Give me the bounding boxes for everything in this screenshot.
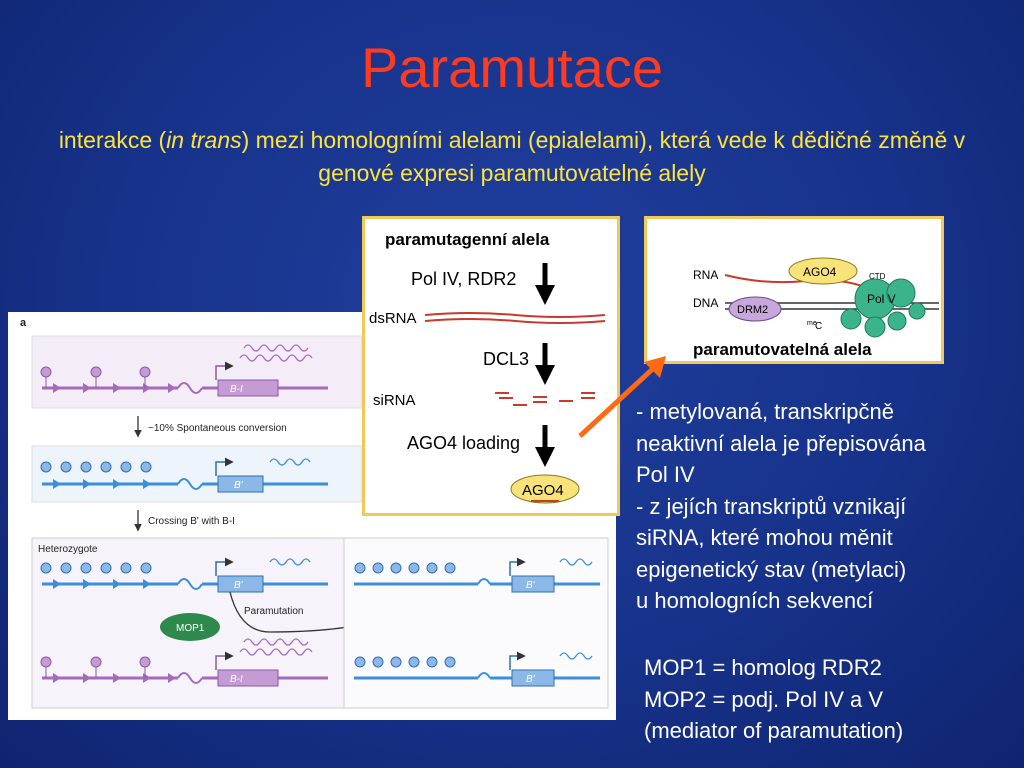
right-text-line-4: - z jejích transkriptů vznikají (636, 493, 907, 519)
row2-allele: B' (40, 457, 328, 493)
het-allele-bprime: B' (40, 557, 328, 593)
right-text-block: - metylovaná, transkripčně neaktivní ale… (636, 396, 926, 617)
result-allele-top: B' (354, 557, 600, 593)
rddm-drm2-label: DRM2 (737, 304, 768, 316)
label-crossing: Crossing B' with B-I (148, 516, 235, 527)
row1-allele: B-I (40, 344, 328, 397)
result-allele-bottom: B' (354, 651, 600, 687)
figure-a-diagram: a B-I ~10% Spontaneous conversion (20, 317, 609, 709)
subtitle-post: ) mezi homologními alelami (epialelami),… (241, 127, 966, 186)
allele-label-bprime-2: B' (234, 580, 244, 591)
row1-box (31, 335, 363, 409)
allele-label-bi-2: B-I (230, 674, 243, 685)
rddm-diagram: RNA DNA AGO4 CTD DRM2 Pol V me C paramut… (693, 257, 939, 359)
allele-label-bprime-4: B' (526, 674, 536, 685)
pathway-dsrna: dsRNA (369, 310, 417, 327)
pathway-step1: Pol IV, RDR2 (411, 269, 516, 289)
slide-title: Paramutace (361, 36, 663, 99)
slide-subtitle: interakce (in trans) mezi homologními al… (40, 124, 984, 190)
right-text-line-6: epigenetický stav (metylaci) (636, 556, 907, 582)
right-text-line-3: Pol IV (636, 462, 695, 487)
allele-label-bi-1: B-I (230, 384, 243, 395)
rddm-rna-label: RNA (693, 268, 718, 282)
polv-complex (840, 278, 926, 338)
subtitle-pre: interakce ( (58, 127, 167, 153)
pathway-diagram: paramutagenní alela Pol IV, RDR2 dsRNA D… (369, 230, 606, 504)
rddm-footer: paramutovatelná alela (693, 340, 872, 359)
result-box (343, 537, 609, 709)
label-mop1: MOP1 (176, 623, 205, 634)
rddm-mec-sup: me (807, 320, 817, 327)
row2-box (31, 445, 363, 503)
dsrna-strand-1 (424, 312, 606, 318)
rddm-ago4-label: AGO4 (803, 265, 837, 279)
mop-text-block: MOP1 = homolog RDR2 MOP2 = podj. Pol IV … (644, 652, 903, 747)
dsrna-strand-2 (424, 318, 606, 324)
ago4-oval-rddm (788, 257, 858, 285)
sirna-fragments (495, 392, 595, 406)
mop-line-3: (mediator of paramutation) (644, 718, 904, 743)
ago4-oval (510, 474, 580, 504)
label-spontaneous: ~10% Spontaneous conversion (148, 423, 287, 434)
right-text-line-5: siRNA, které mohou měnit (636, 525, 893, 550)
orange-arrow (578, 356, 666, 438)
right-text-line-7: u homologních sekvencí (636, 588, 874, 613)
right-text-line-1: - metylovaná, transkripčně (636, 399, 894, 424)
mop-line-1: MOP1 = homolog RDR2 (644, 655, 882, 680)
right-text-line-2: neaktivní alela je přepisována (636, 430, 926, 456)
mop-line-2: MOP2 = podj. Pol IV a V (644, 686, 884, 712)
pathway-header: paramutagenní alela (385, 230, 550, 249)
pathway-sirna: siRNA (373, 392, 416, 409)
rddm-box: RNA DNA AGO4 CTD DRM2 Pol V me C paramut… (644, 216, 944, 364)
panel-label-a: a (20, 317, 27, 329)
label-paramutation: Paramutation (244, 606, 303, 617)
mop1-oval (160, 613, 220, 641)
het-allele-bi: B-I (40, 638, 328, 687)
allele-label-bprime-1: B' (234, 480, 244, 491)
rddm-dna-label: DNA (693, 296, 718, 310)
allele-label-bprime-3: B' (526, 580, 536, 591)
pathway-box: paramutagenní alela Pol IV, RDR2 dsRNA D… (362, 216, 620, 516)
subtitle-italic: in trans (166, 127, 242, 153)
rddm-polv-label: Pol V (867, 292, 896, 306)
rddm-mec-label: C (815, 321, 822, 332)
pathway-step3: AGO4 loading (407, 433, 520, 453)
label-heterozygote: Heterozygote (38, 544, 98, 555)
pathway-step2: DCL3 (483, 349, 529, 369)
drm2-oval (728, 296, 782, 322)
pathway-ago4: AGO4 (522, 482, 564, 499)
rddm-ctd-label: CTD (869, 272, 886, 281)
